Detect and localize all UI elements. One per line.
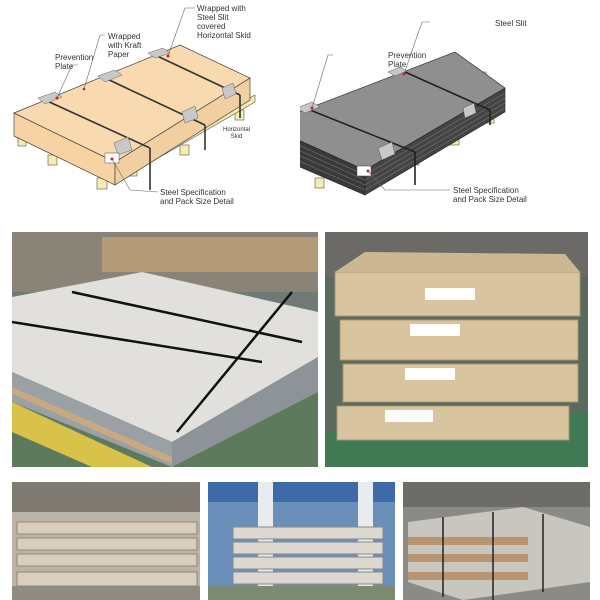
- photo-factory-stack: [208, 482, 395, 600]
- label-line: Steel Specification: [453, 186, 519, 195]
- label-line: Steel Slit: [197, 13, 229, 22]
- label-line: and Pack Size Detail: [453, 195, 527, 204]
- label-line: Plate: [388, 60, 407, 69]
- photo-warehouse-stacks-image: [12, 482, 200, 600]
- label-line: Prevention: [388, 51, 427, 60]
- photo-wrapped-bundles: [403, 482, 590, 600]
- label-line: Horizontal: [223, 127, 251, 133]
- label-line: Paper: [108, 50, 130, 59]
- photo-kraft-wrapped-stack-image: [325, 232, 588, 467]
- kraft-pack-diagram: Wrapped with Steel Slit covered Horizont…: [0, 0, 300, 215]
- label-prevention-plate: Prevention Plate: [55, 53, 93, 71]
- label-line: Horizontal Skid: [197, 31, 251, 40]
- photo-wrapped-bundles-image: [403, 482, 590, 600]
- label-line: Plate: [55, 62, 74, 71]
- label-wrapped-steel-slit: Wrapped with Steel Slit covered Horizont…: [197, 4, 251, 40]
- kraft-pack-illustration: [13, 7, 256, 193]
- label-line: with Kraft: [108, 41, 142, 50]
- label-line: Steel Slit: [495, 19, 527, 28]
- label-line: Skid: [230, 134, 243, 140]
- label-line: Prevention: [55, 53, 94, 62]
- steel-pack-diagram: Steel Slit Prevention Plate Steel Specif…: [300, 0, 600, 215]
- label-line: covered: [197, 22, 226, 31]
- label-steel-specification: Steel Specification and Pack Size Detail: [160, 188, 234, 206]
- label-line: and Pack Size Detail: [160, 197, 234, 206]
- label-horizontal-skid: Horizontal Skid: [223, 127, 250, 141]
- label-prevention-plate-right: Prevention Plate: [388, 51, 426, 69]
- label-line: Wrapped: [108, 32, 141, 41]
- label-steel-slit: Steel Slit: [495, 19, 527, 28]
- label-kraft-paper: Wrapped with Kraft Paper: [108, 32, 141, 59]
- photo-strapped-steel-sheets: [12, 232, 318, 467]
- photo-warehouse-stacks: [12, 482, 200, 600]
- photo-factory-stack-image: [208, 482, 395, 600]
- steel-pack-illustration: [300, 21, 506, 196]
- photo-strapped-steel-sheets-image: [12, 232, 318, 467]
- label-steel-specification-right: Steel Specification and Pack Size Detail: [453, 186, 527, 204]
- label-line: Steel Specification: [160, 188, 226, 197]
- photo-kraft-wrapped-stack: [325, 232, 588, 467]
- label-line: Wrapped with: [197, 4, 246, 13]
